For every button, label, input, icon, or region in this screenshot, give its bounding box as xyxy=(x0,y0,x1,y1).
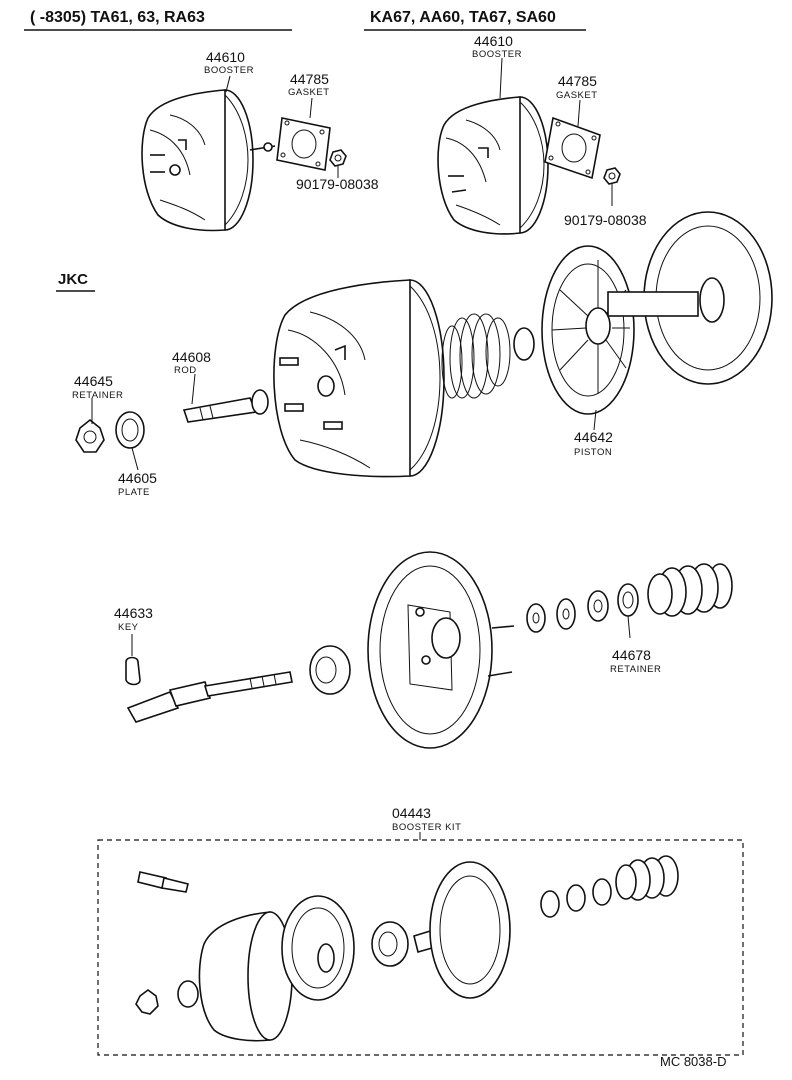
part-name-kit: BOOSTER KIT xyxy=(392,822,461,833)
leader-booster-left xyxy=(225,75,231,93)
part-name-plate: PLATE xyxy=(118,487,150,498)
plate-drawing xyxy=(115,411,145,449)
booster-right-drawing xyxy=(437,96,571,235)
gasket-left-drawing xyxy=(276,117,331,171)
part-number-gasket-right: 44785 xyxy=(558,73,597,89)
boot-drawing xyxy=(647,563,733,617)
footer-code: MC 8038-D xyxy=(660,1054,726,1069)
retainer-jkc-drawing xyxy=(75,418,105,453)
leader-retainer xyxy=(627,615,631,639)
header-left: ( -8305) TA61, 63, RA63 xyxy=(30,9,205,26)
key-drawing xyxy=(125,656,141,686)
booster-body-jkc-drawing xyxy=(273,279,445,478)
booster-kit-box xyxy=(97,839,744,1056)
piston-plate-drawing xyxy=(607,211,773,385)
header-right: KA67, AA60, TA67, SA60 xyxy=(370,9,556,26)
part-name-rod: ROD xyxy=(174,365,197,376)
part-name-gasket-left: GASKET xyxy=(288,87,330,98)
nut-left-drawing xyxy=(329,149,347,167)
valve-rod-drawing xyxy=(126,671,293,723)
section-jkc-label: JKC xyxy=(58,271,88,288)
part-number-retainer: 44678 xyxy=(612,647,651,663)
leader-rod xyxy=(191,373,196,405)
front-shell-drawing xyxy=(367,551,515,749)
part-number-nut-right: 90179-08038 xyxy=(564,212,647,228)
part-number-gasket-left: 44785 xyxy=(290,71,329,87)
piston-drawing xyxy=(541,245,635,415)
leader-gasket-left xyxy=(309,97,313,119)
part-name-booster-right: BOOSTER xyxy=(472,49,522,60)
booster-left-drawing xyxy=(141,89,276,232)
part-number-nut-left: 90179-08038 xyxy=(296,176,379,192)
leader-plate xyxy=(131,447,139,471)
rod-jkc-drawing xyxy=(182,389,269,423)
part-name-retainer-jkc: RETAINER xyxy=(72,390,123,401)
part-number-rod: 44608 xyxy=(172,349,211,365)
part-name-retainer: RETAINER xyxy=(610,664,661,675)
kit-contents-drawing xyxy=(135,855,679,1042)
part-name-key: KEY xyxy=(118,622,139,633)
part-number-booster-right: 44610 xyxy=(474,33,513,49)
leader-gasket-right xyxy=(577,99,581,127)
part-name-gasket-right: GASKET xyxy=(556,90,598,101)
part-number-retainer-jkc: 44645 xyxy=(74,373,113,389)
nut-right-drawing xyxy=(603,167,621,185)
spring-jkc-drawing xyxy=(441,313,511,399)
part-number-plate: 44605 xyxy=(118,470,157,486)
leader-piston xyxy=(593,409,597,431)
seal-jkc-drawing xyxy=(513,327,535,361)
part-number-kit: 04443 xyxy=(392,805,431,821)
part-number-booster-left: 44610 xyxy=(206,49,245,65)
part-name-piston: PISTON xyxy=(574,447,612,458)
leader-booster-right xyxy=(499,57,503,99)
front-seals-drawing xyxy=(526,583,639,633)
part-name-booster-left: BOOSTER xyxy=(204,65,254,76)
gasket-right-drawing xyxy=(544,116,601,180)
valve-seal-drawing xyxy=(309,645,351,695)
part-number-key: 44633 xyxy=(114,605,153,621)
part-number-piston: 44642 xyxy=(574,429,613,445)
